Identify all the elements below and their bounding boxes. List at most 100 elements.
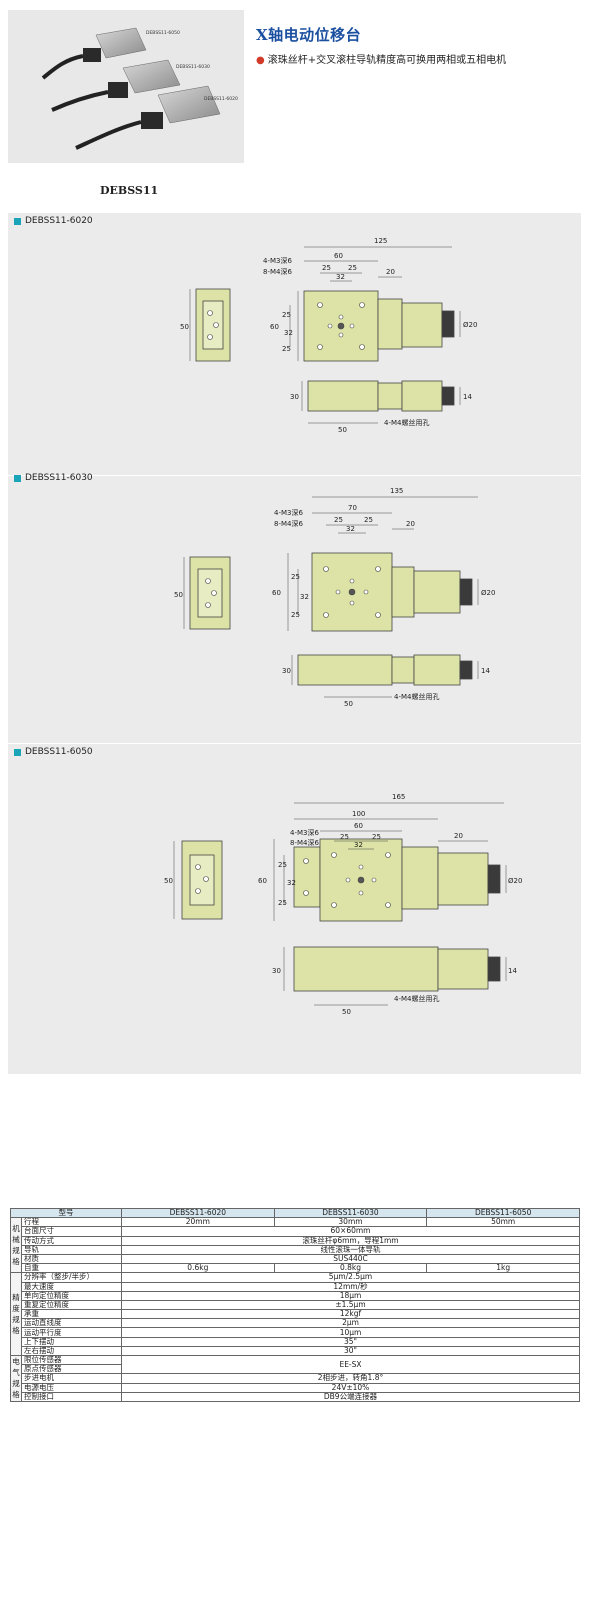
dim-side-c: 25 [291,611,300,619]
note-screw: 4-M4螺丝用孔 [394,692,439,701]
note-screw: 4-M4螺丝用孔 [394,994,439,1003]
note-m4: 8-M4深6 [263,267,292,276]
dim-hole-c: 32 [346,525,355,533]
dim-end-height: 50 [164,877,173,885]
dim-total: 125 [374,237,387,245]
note-m3: 4-M3深6 [263,256,292,265]
dim-front-width: 50 [342,1008,351,1016]
section-divider [8,475,581,476]
dim-top-width: 100 [352,810,365,818]
table-row: 精度规格 分辨率（整步/半步）5μm/2.5μm [10,1272,580,1356]
dim-side-b: 32 [287,879,296,887]
spec-table: 型号 DEBSS11-6020 DEBSS11-6030 DEBSS11-605… [10,1207,580,1402]
photo-label-6050: DEBSS11-6050 [146,30,180,36]
group-mechanical: 机械规格 [10,1217,22,1274]
group-electrical: 电气规格 [10,1355,22,1402]
dim-side-a: 25 [291,573,300,581]
series-name: DEBSS11 [100,184,159,197]
dim-front-height: 30 [272,967,281,975]
dim-side-b: 32 [284,329,293,337]
group-precision: 精度规格 [10,1272,22,1356]
page-title: X轴电动位移台 [256,26,362,44]
section-divider [8,743,581,744]
dim-total: 165 [392,793,405,801]
dim-diameter: Ø20 [463,321,477,329]
section-title-6020: DEBSS11-6020 [14,216,93,226]
dim-motor: 20 [386,268,395,276]
dim-hole-a: 25 [340,833,349,841]
note-m4: 8-M4深6 [290,838,319,847]
product-photo-illustration: DEBSS11-6050 DEBSS11-6030 DEBSS11-6020 [41,27,238,150]
bullet-dot-icon: ● [256,55,265,66]
dim-hole-a: 25 [334,516,343,524]
dim-hole-b: 25 [348,264,357,272]
drawing-6020: 125 60 25 25 32 20 4-M3深6 8-M4深6 60 25 3… [180,237,477,434]
dim-end-height: 50 [180,323,189,331]
dim-side-height: 60 [270,323,279,331]
dim-side-height: 60 [258,877,267,885]
table-row: 重复定位精度±1.5μm [11,1299,580,1311]
dim-top-width-2: 60 [354,822,363,830]
table-row: 传动方式滚珠丝杆φ6mm，导程1mm [11,1235,580,1246]
dim-shaft: 14 [508,967,517,975]
product-photo: DEBSS11-6050 DEBSS11-6030 DEBSS11-6020 [8,10,244,163]
dim-shaft: 14 [481,667,490,675]
note-screw: 4-M4螺丝用孔 [384,418,429,427]
dim-top-width: 70 [348,504,357,512]
photo-label-6030: DEBSS11-6030 [176,64,210,70]
section-marker-icon [14,474,21,482]
section-title-6030: DEBSS11-6030 [14,473,93,483]
drawing-6030: 135 70 25 25 32 20 4-M3深6 8-M4深6 60 25 3… [174,487,495,708]
dim-motor: 20 [406,520,415,528]
dim-hole-a: 25 [322,264,331,272]
table-row: 导轨线性滚珠一体导轨 [11,1244,580,1255]
feature-text: 滚珠丝杆+交叉滚柱导轨精度高可换用两相或五相电机 [267,55,507,66]
dim-top-width: 60 [334,252,343,260]
dim-diameter: Ø20 [481,589,495,597]
dim-side-c: 25 [278,899,287,907]
feature-bullet: ●滚珠丝杆+交叉滚柱导轨精度高可换用两相或五相电机 [256,51,506,66]
dim-total: 135 [390,487,403,495]
section-marker-icon [14,217,21,225]
dim-hole-c: 32 [354,841,363,849]
dim-side-b: 32 [300,593,309,601]
dim-side-height: 60 [272,589,281,597]
dim-front-width: 50 [344,700,353,708]
note-m4: 8-M4深6 [274,519,303,528]
section-marker-icon [14,748,21,756]
note-m3: 4-M3深6 [290,828,319,837]
dim-side-a: 25 [282,311,291,319]
dim-hole-b: 25 [364,516,373,524]
dim-hole-b: 25 [372,833,381,841]
dim-end-height: 50 [174,591,183,599]
dim-front-height: 30 [290,393,299,401]
drawing-6050: 165 100 60 25 25 32 20 4-M3深6 8-M4深6 60 … [164,793,522,1016]
section-title-6050: DEBSS11-6050 [14,747,93,757]
dim-diameter: Ø20 [508,877,522,885]
dim-front-width: 50 [338,426,347,434]
dim-motor: 20 [454,832,463,840]
photo-label-6020: DEBSS11-6020 [204,96,238,102]
dim-shaft: 14 [463,393,472,401]
note-m3: 4-M3深6 [274,508,303,517]
dim-hole-c: 32 [336,273,345,281]
drawings-panel: DEBSS11-6020 [8,213,581,1074]
dim-side-a: 25 [278,861,287,869]
dim-front-height: 30 [282,667,291,675]
dim-side-c: 25 [282,345,291,353]
